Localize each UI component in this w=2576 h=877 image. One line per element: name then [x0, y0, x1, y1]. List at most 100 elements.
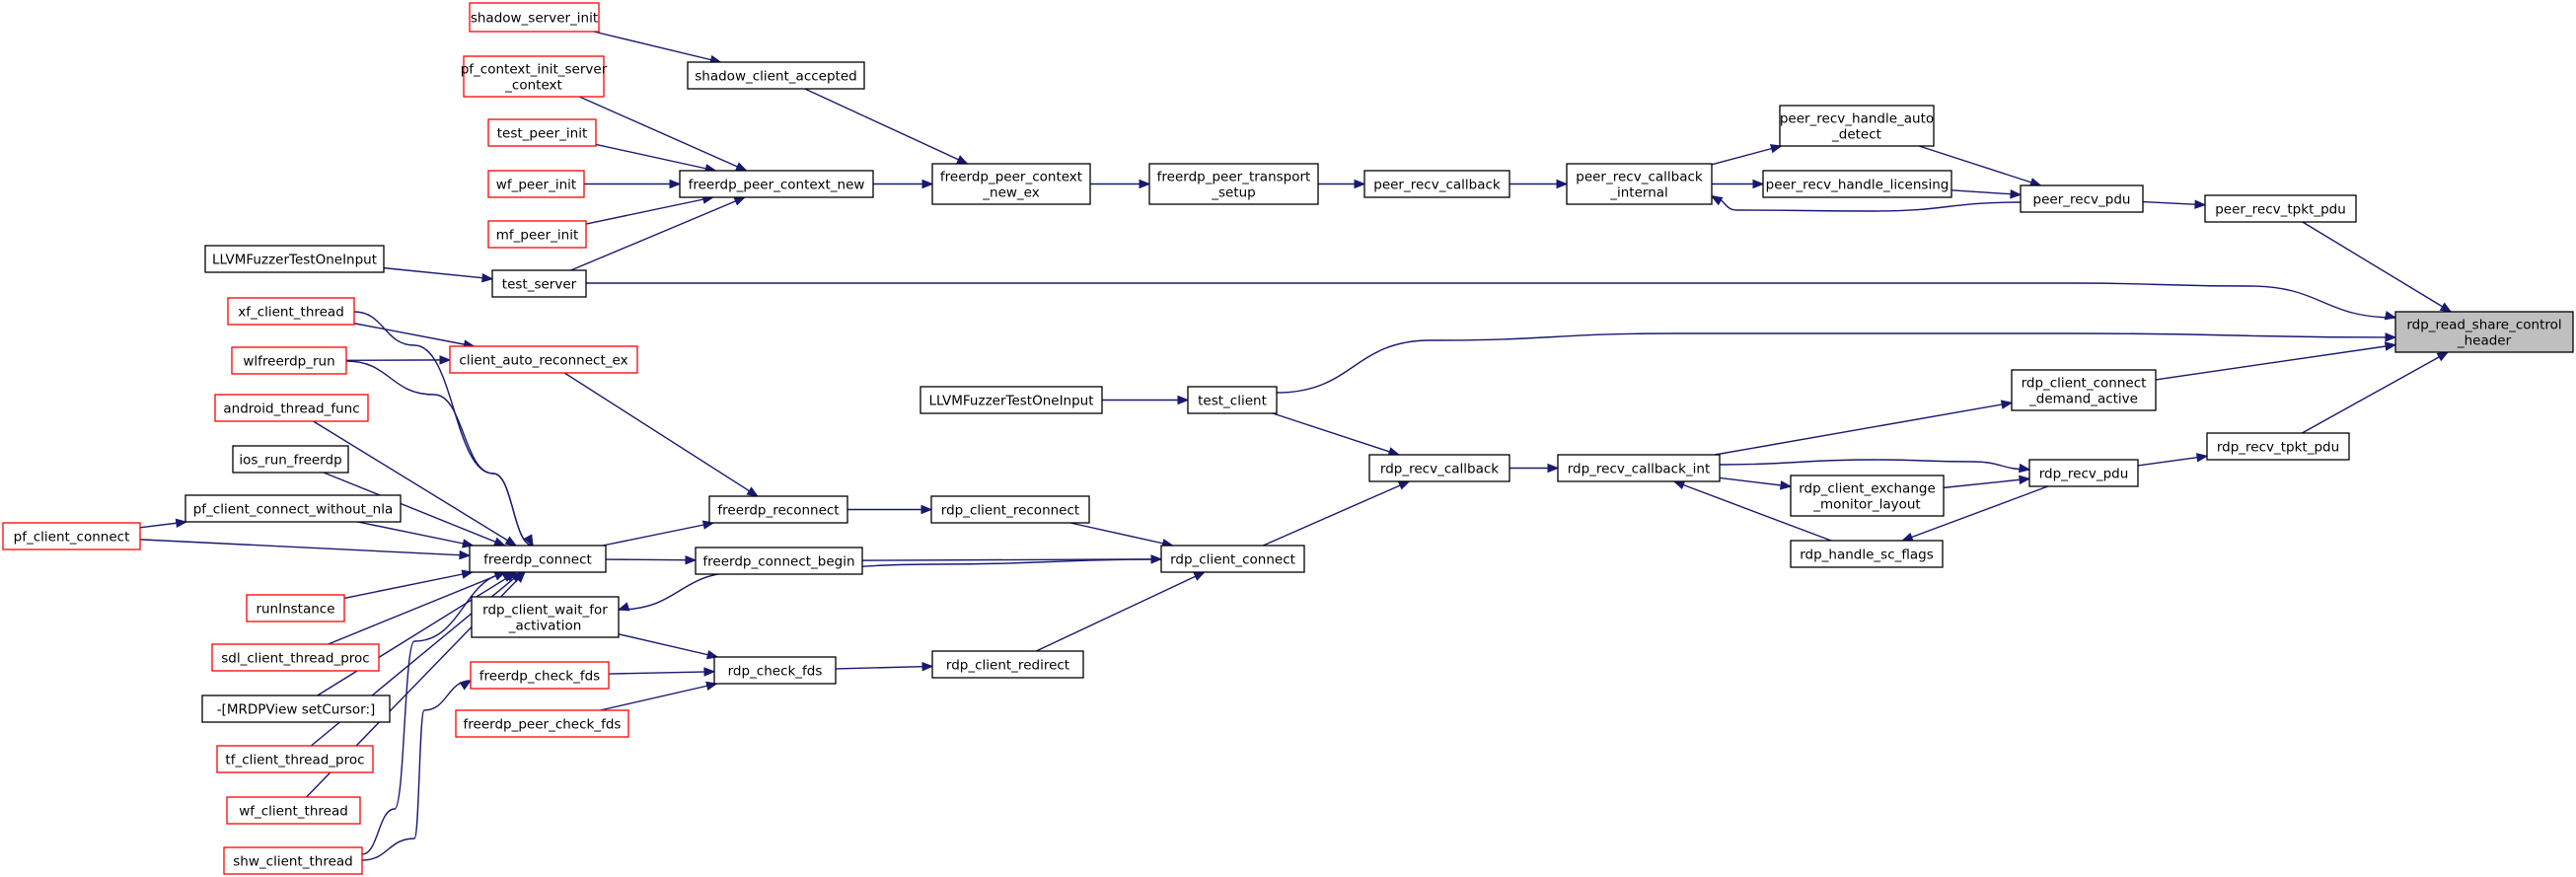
arrowhead-icon [504, 536, 518, 547]
node-freerdp-peer-context-new[interactable]: freerdp_peer_context_new [679, 170, 874, 198]
node-label: ios_run_freerdp [239, 453, 341, 469]
node-rdp-read-share-control-header[interactable]: rdp_read_share_control_header [2394, 311, 2574, 353]
edge-freerdp_connect-to-freerdp_reconnect [602, 520, 715, 547]
edge-line [618, 633, 718, 658]
node-rdp-check-fds[interactable]: rdp_check_fds [713, 656, 837, 685]
node-rdp-client-reconnect[interactable]: rdp_client_reconnect [930, 495, 1090, 524]
node-client-auto-reconnect-ex[interactable]: client_auto_reconnect_ex [449, 345, 638, 374]
node-llvm-server[interactable]: LLVMFuzzerTestOneInput [204, 245, 385, 273]
node-peer-recv-pdu[interactable]: peer_recv_pdu [2020, 184, 2144, 213]
edge-line [2142, 200, 2206, 206]
node-peer-recv-callback[interactable]: peer_recv_callback [1363, 170, 1510, 198]
node-xf-client-thread[interactable]: xf_client_thread [227, 297, 355, 326]
node-rdp-handle-sc-flags[interactable]: rdp_handle_sc_flags [1790, 540, 1944, 568]
node-mrdpview-setcursor[interactable]: -[MRDPView setCursor:] [201, 694, 391, 723]
edge-line [1272, 412, 1400, 456]
node-label: test_server [502, 277, 577, 293]
arrowhead-icon [733, 196, 747, 206]
node-rdp-recv-tpkt-pdu[interactable]: rdp_recv_tpkt_pdu [2206, 432, 2350, 461]
edge-freerdp_check_fds-to-rdp_check_fds [608, 667, 716, 677]
node-freerdp-reconnect[interactable]: freerdp_reconnect [708, 495, 848, 524]
edge-line [1035, 571, 1206, 652]
node-label: wlfreerdp_run [243, 354, 334, 370]
node-label: rdp_client_connect [2022, 376, 2147, 392]
node-peer-recv-tpkt-pdu[interactable]: peer_recv_tpkt_pdu [2204, 194, 2357, 223]
node-box [695, 547, 863, 575]
node-android-thread-func[interactable]: android_thread_func [214, 394, 369, 422]
node-rdp-recv-callback[interactable]: rdp_recv_callback [1368, 454, 1510, 482]
edge-wlfreerdp_run-to-client_auto_reconnect_ex [345, 355, 452, 365]
arrowhead-icon [2019, 475, 2031, 485]
node-freerdp-check-fds[interactable]: freerdp_check_fds [470, 661, 610, 690]
node-ios-run-freerdp[interactable]: ios_run_freerdp [232, 445, 349, 474]
node-peer-recv-handle-auto-detect[interactable]: peer_recv_handle_auto_detect [1779, 105, 1935, 147]
node-peer-recv-handle-licensing[interactable]: peer_recv_handle_licensing [1762, 170, 1952, 198]
edge-peer_recv_callback_internal-to-peer_recv_handle_auto_detect [1711, 144, 1783, 166]
edge-llvm_server-to-test_server [383, 266, 494, 283]
arrowhead-icon [685, 554, 698, 565]
arrowhead-icon [459, 549, 472, 560]
node-freerdp-connect-begin[interactable]: freerdp_connect_begin [695, 547, 863, 575]
edge-llvm_client-to-test_client [1102, 395, 1190, 405]
edge-rdp_client_wait_for_activation-to-rdp_check_fds [618, 633, 719, 660]
node-freerdp-connect[interactable]: freerdp_connect [469, 545, 607, 573]
edge-shw_client_thread-to-freerdp_check_fds [361, 680, 473, 861]
node-label: xf_client_thread [238, 305, 344, 321]
node-peer-recv-callback-internal[interactable]: peer_recv_callback_internal [1566, 163, 1713, 205]
node-runInstance[interactable]: runInstance [246, 594, 345, 622]
edge-line [345, 360, 534, 547]
node-rdp-client-connect-demand-active[interactable]: rdp_client_connect_demand_active [2011, 369, 2157, 411]
node-rdp-recv-pdu[interactable]: rdp_recv_pdu [2028, 459, 2139, 487]
node-test-client[interactable]: test_client [1187, 386, 1278, 414]
node-llvm-client[interactable]: LLVMFuzzerTestOneInput [920, 386, 1103, 414]
edge-line [1276, 332, 2396, 394]
node-freerdp-peer-context-new-ex[interactable]: freerdp_peer_context_new_ex [931, 163, 1091, 205]
arrowhead-icon [1193, 571, 1206, 581]
node-label: -[MRDPView setCursor:] [217, 702, 376, 718]
node-rdp-client-exchange-monitor-layout[interactable]: rdp_client_exchange_monitor_layout [1790, 475, 1945, 517]
node-mf-peer-init[interactable]: mf_peer_init [487, 220, 587, 249]
node-wlfreerdp-run[interactable]: wlfreerdp_run [231, 346, 347, 375]
node-pf-client-connect[interactable]: pf_client_connect [2, 522, 141, 550]
node-freerdp-peer-transport-setup[interactable]: freerdp_peer_transport_setup [1148, 163, 1319, 205]
node-shadow-client-accepted[interactable]: shadow_client_accepted [687, 61, 865, 90]
node-shadow-server-init[interactable]: shadow_server_init [469, 2, 600, 33]
node-test-server[interactable]: test_server [491, 269, 587, 298]
arrowhead-icon [2384, 311, 2397, 321]
edge-shw_client_thread-to-freerdp_connect [361, 571, 515, 855]
node-box [227, 297, 355, 326]
node-pf-context-init[interactable]: pf_context_init_server_context [461, 55, 608, 98]
node-shw-client-thread[interactable]: shw_client_thread [223, 846, 363, 875]
node-rdp-client-redirect[interactable]: rdp_client_redirect [931, 650, 1084, 679]
edge-freerdp_peer_transport_setup-to-peer_recv_callback [1318, 179, 1366, 189]
edge-wf_peer_init-to-freerdp_peer_context_new [584, 179, 682, 189]
node-label: peer_recv_handle_licensing [1766, 178, 1950, 193]
node-box [1368, 454, 1510, 482]
node-label: LLVMFuzzerTestOneInput [928, 394, 1093, 409]
node-box [708, 495, 848, 524]
node-sdl-client-thread-proc[interactable]: sdl_client_thread_proc [211, 643, 380, 672]
arrowhead-icon [501, 571, 515, 582]
node-test-peer-init[interactable]: test_peer_init [487, 118, 597, 147]
edge-line [1719, 476, 1792, 487]
node-rdp-client-wait-for-activation[interactable]: rdp_client_wait_for_activation [471, 596, 620, 638]
node-tf-client-thread-proc[interactable]: tf_client_thread_proc [216, 745, 374, 773]
edge-line [139, 539, 471, 556]
arrowhead-icon [2194, 199, 2207, 209]
node-wf-peer-init[interactable]: wf_peer_init [487, 170, 585, 198]
node-freerdp-peer-check-fds[interactable]: freerdp_peer_check_fds [455, 709, 629, 738]
node-label: rdp_check_fds [728, 664, 823, 680]
node-wf-client-thread[interactable]: wf_client_thread [226, 796, 361, 825]
node-label: runInstance [256, 602, 334, 618]
arrowhead-icon [703, 667, 716, 677]
edge-line [323, 472, 505, 547]
node-pf-client-connect-without-nla[interactable]: pf_client_connect_without_nla [184, 494, 402, 523]
node-rdp-recv-callback-int[interactable]: rdp_recv_callback_int [1557, 454, 1721, 482]
edge-xf_client_thread-to-client_auto_reconnect_ex [353, 323, 476, 349]
edge-rdp_recv_callback-to-rdp_recv_callback_int [1509, 463, 1560, 474]
node-rdp-client-connect[interactable]: rdp_client_connect [1160, 545, 1305, 573]
edge-line [2302, 221, 2452, 313]
node-label: _detect [1831, 127, 1881, 143]
node-label: freerdp_peer_context [940, 170, 1082, 185]
node-label: _context [504, 78, 562, 94]
